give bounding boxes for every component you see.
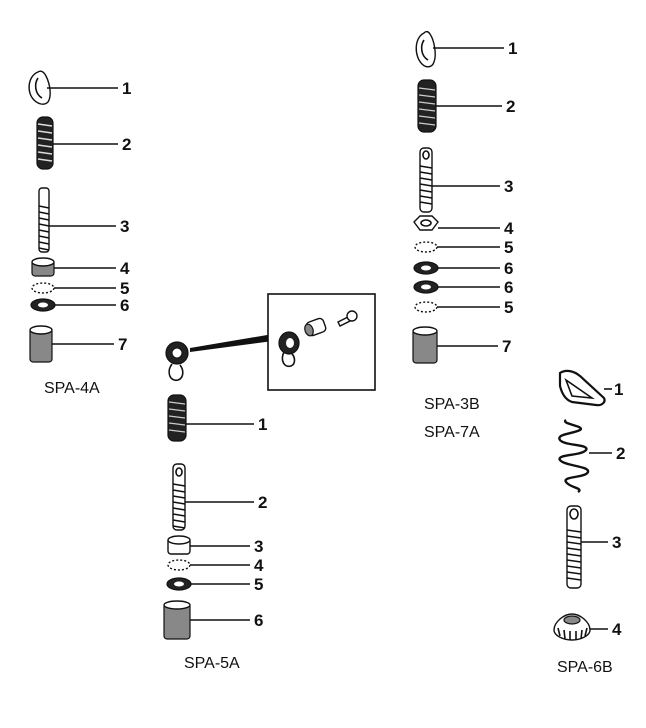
caption-spa-6b: SPA-6B	[557, 659, 613, 676]
lock-washer-part	[167, 559, 191, 571]
callout-4: 4	[120, 259, 130, 278]
triangle-loop-part	[558, 369, 606, 407]
detail-pointer	[190, 334, 273, 352]
detail-inset	[267, 293, 376, 391]
threaded-rod-part	[566, 505, 582, 589]
callout-1: 1	[122, 79, 131, 98]
nut-part	[31, 257, 55, 277]
callout-2: 2	[258, 493, 267, 512]
pulley-part	[165, 341, 189, 382]
standoff-part	[29, 325, 53, 363]
conical-spring-part	[558, 419, 590, 493]
callout-5: 5	[120, 279, 129, 298]
callout-2: 2	[506, 97, 515, 116]
assembly-spa-3b: 1 2 3 4 5 6	[412, 30, 517, 441]
callout-4: 4	[612, 620, 622, 639]
callout-3: 3	[504, 177, 513, 196]
caption-spa-4a: SPA-4A	[44, 380, 100, 397]
callout-5: 5	[504, 238, 513, 257]
callout-3: 3	[120, 217, 129, 236]
knurled-cap-part	[553, 613, 591, 641]
loop-clip-part	[28, 70, 51, 105]
callout-6: 6	[254, 611, 263, 630]
hex-nut-part	[413, 215, 439, 231]
spring-part	[36, 116, 54, 170]
callout-6: 6	[504, 259, 513, 278]
washer-part	[413, 261, 439, 275]
washer-part	[30, 298, 56, 312]
washer-part	[413, 280, 439, 294]
callout-7: 7	[118, 335, 127, 354]
lock-washer-part	[414, 301, 438, 313]
standoff-part	[163, 600, 191, 640]
standoff-part	[412, 326, 438, 364]
callout-5-second: 5	[504, 298, 513, 317]
callout-1: 1	[258, 415, 267, 434]
spring-part	[167, 394, 187, 442]
lock-washer-part	[31, 282, 55, 294]
callout-1: 1	[614, 380, 623, 399]
spring-part	[417, 79, 437, 133]
threaded-rod-part	[38, 187, 50, 253]
callout-4: 4	[254, 556, 264, 575]
assembly-spa-6b: 1 2 3 4 SPA-6B	[553, 369, 625, 676]
callout-7: 7	[502, 337, 511, 356]
lock-washer-part	[414, 241, 438, 253]
callout-6-second: 6	[504, 278, 513, 297]
assembly-spa-5a: 1 2 3 4 5 6	[163, 293, 376, 672]
assembly-spa-4a: 1 2 3 4 5 6	[28, 70, 131, 397]
caption-spa-5a: SPA-5A	[184, 655, 240, 672]
callout-5: 5	[254, 575, 263, 594]
callout-2: 2	[616, 444, 625, 463]
callout-4: 4	[504, 219, 514, 238]
threaded-rod-part	[419, 147, 433, 213]
washer-part	[166, 577, 192, 591]
nut-part	[167, 535, 191, 555]
callout-6: 6	[120, 296, 129, 315]
threaded-rod-part	[172, 463, 186, 531]
caption-spa-3b: SPA-3B	[424, 396, 480, 413]
callout-2: 2	[122, 135, 131, 154]
callout-3: 3	[254, 537, 263, 556]
callout-3: 3	[612, 533, 621, 552]
caption-spa-7a: SPA-7A	[424, 424, 480, 441]
callout-1: 1	[508, 39, 517, 58]
loop-clip-part	[415, 30, 436, 68]
